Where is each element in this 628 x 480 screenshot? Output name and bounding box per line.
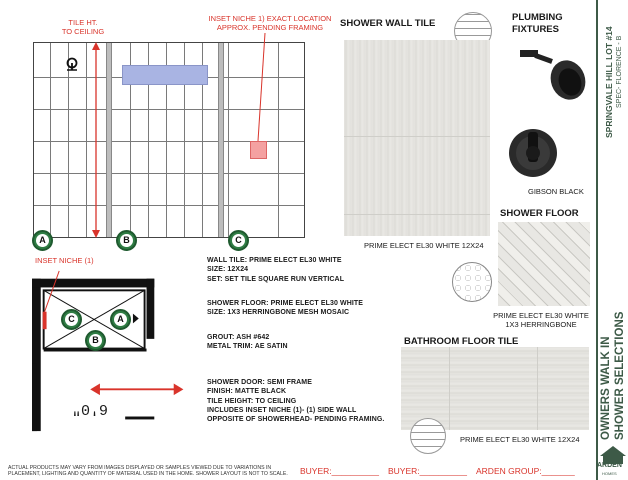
inset-niche-marker bbox=[250, 141, 267, 159]
bath-floor-caption: PRIME ELECT EL30 WHITE 12X24 bbox=[460, 435, 580, 444]
marker-b: B bbox=[116, 230, 137, 251]
shower-floor-caption: PRIME ELECT EL30 WHITE 1X3 HERRINGBONE bbox=[493, 311, 589, 329]
arden-logo-icon bbox=[600, 446, 626, 464]
shower-wall-tile-image bbox=[344, 40, 490, 236]
tile-height-label: TILE HT. TO CEILING bbox=[61, 18, 105, 36]
niche-leader-line bbox=[257, 33, 266, 142]
banner-title-1: OWNERS WALK IN bbox=[600, 336, 612, 441]
marker-a: A bbox=[32, 230, 53, 251]
valve-trim-icon bbox=[509, 129, 557, 177]
shower-wall-caption: PRIME ELECT EL30 WHITE 12X24 bbox=[364, 241, 484, 250]
plumbing-title: PLUMBING FIXTURES bbox=[512, 12, 563, 35]
plan-marker-b: B bbox=[85, 330, 106, 351]
arden-group-signature[interactable]: ARDEN GROUP:_______ bbox=[476, 466, 575, 476]
tile-height-arrow-icon bbox=[92, 42, 100, 238]
project-name: SPRINGVALE HILL LOT #14 bbox=[604, 26, 614, 138]
shower-wall-title: SHOWER WALL TILE bbox=[340, 18, 436, 29]
inset-niche-label: INSET NICHE (1) bbox=[35, 256, 94, 265]
marker-c: C bbox=[228, 230, 249, 251]
logo-sub: HOMES bbox=[602, 471, 617, 476]
shower-valve-icon bbox=[66, 57, 78, 71]
banner-title-2: SHOWER SELECTIONS bbox=[614, 311, 626, 440]
spec-name: SPEC- FLORENCE - B bbox=[616, 35, 623, 108]
niche-note: INSET NICHE 1) EXACT LOCATION APPROX. PE… bbox=[208, 14, 332, 32]
shower-floor-title: SHOWER FLOOR bbox=[500, 208, 579, 219]
plumbing-caption: GIBSON BLACK bbox=[528, 187, 584, 196]
plan-marker-a: A bbox=[110, 309, 131, 330]
bath-floor-title: BATHROOM FLOOR TILE bbox=[404, 336, 519, 347]
buyer-1-signature[interactable]: BUYER:__________ bbox=[300, 466, 379, 476]
bath-floor-tile-image bbox=[401, 347, 589, 430]
shower-floor-tile-image bbox=[498, 222, 590, 306]
disclaimer: ACTUAL PRODUCTS MAY VARY FROM IMAGES DIS… bbox=[8, 465, 288, 477]
side-banner bbox=[596, 0, 628, 480]
window bbox=[122, 65, 208, 85]
plan-marker-c: C bbox=[61, 309, 82, 330]
shower-elevation-drawing bbox=[33, 42, 305, 238]
floor-swatch bbox=[410, 418, 446, 454]
plan-dimension: 6'0" bbox=[72, 400, 109, 417]
buyer-2-signature[interactable]: BUYER:__________ bbox=[388, 466, 467, 476]
showerhead-icon bbox=[520, 50, 586, 100]
logo-text: ARDEN bbox=[597, 462, 622, 469]
hex-tile-swatch bbox=[452, 262, 492, 302]
shower-plan-drawing bbox=[32, 270, 184, 432]
